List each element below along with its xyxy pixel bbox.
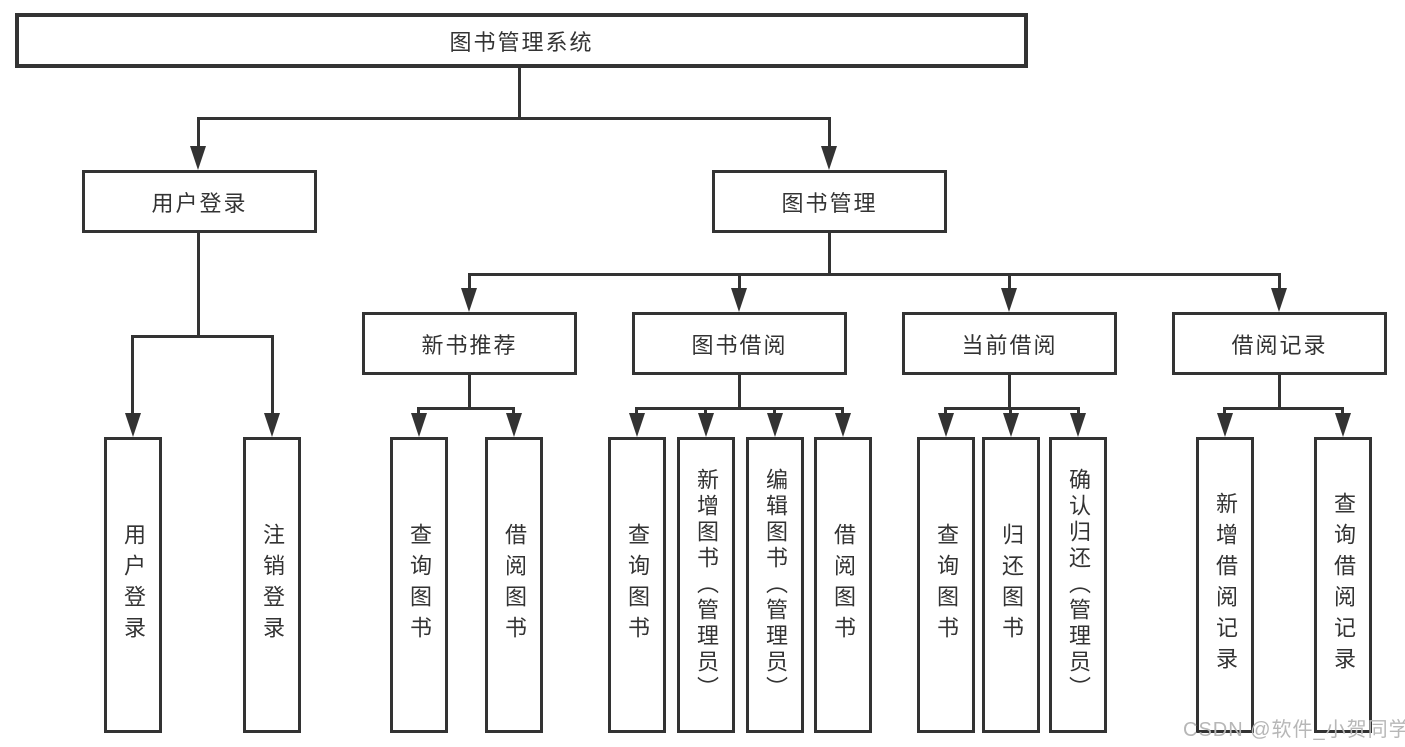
connector-book-management-stem xyxy=(828,233,831,273)
connector-drop-book-borrow xyxy=(738,273,741,290)
leaf-user-login: 用户登录 xyxy=(104,437,162,733)
leaf-current-confirm-label: 确认归还（管理员） xyxy=(1066,468,1091,702)
connector-drop-newbook-query xyxy=(417,407,420,417)
connector-book-borrow-stem xyxy=(738,375,741,407)
leaf-newbook-borrow: 借阅图书 xyxy=(485,437,543,733)
leaf-borrow-edit-label: 编辑图书（管理员） xyxy=(763,468,788,702)
connector-drop-newbook-borrow xyxy=(512,407,515,417)
leaf-current-return: 归还图书 xyxy=(982,437,1040,733)
leaf-borrow-add: 新增图书（管理员） xyxy=(677,437,735,733)
arrow-records-query xyxy=(1335,413,1351,437)
connector-new-book-stem xyxy=(468,375,471,407)
arrow-new-book xyxy=(461,288,477,312)
connector-drop-current-confirm xyxy=(1077,407,1080,417)
arrow-borrow-edit xyxy=(767,413,783,437)
connector-level1-hline xyxy=(197,117,831,120)
arrow-newbook-query xyxy=(411,413,427,437)
arrow-current-query xyxy=(938,413,954,437)
node-book-borrow-label: 图书借阅 xyxy=(691,332,788,358)
node-root-label: 图书管理系统 xyxy=(449,29,594,55)
arrow-borrow-add xyxy=(698,413,714,437)
connector-drop-borrow-edit xyxy=(773,407,776,417)
arrow-borrow-query xyxy=(629,413,645,437)
node-borrow-records: 借阅记录 xyxy=(1172,312,1387,375)
leaf-borrow-query-label: 查询图书 xyxy=(625,523,650,647)
arrow-current-confirm xyxy=(1070,413,1086,437)
connector-drop-records-add xyxy=(1223,407,1226,417)
leaf-current-query: 查询图书 xyxy=(917,437,975,733)
connector-root-stem xyxy=(518,68,521,118)
leaf-current-query-label: 查询图书 xyxy=(934,523,959,647)
connector-book-borrow-hline xyxy=(635,407,844,410)
leaf-records-query-label: 查询借阅记录 xyxy=(1331,492,1356,678)
connector-new-book-hline xyxy=(417,407,515,410)
leaf-borrow-add-label: 新增图书（管理员） xyxy=(694,468,719,702)
connector-drop-current-borrow xyxy=(1008,273,1011,290)
connector-borrow-records-stem xyxy=(1278,375,1281,407)
node-root: 图书管理系统 xyxy=(15,13,1028,68)
connector-drop-borrow-book xyxy=(841,407,844,417)
arrow-book-borrow xyxy=(731,288,747,312)
arrow-borrow-book xyxy=(835,413,851,437)
connector-drop-book-management xyxy=(828,117,831,149)
leaf-current-return-label: 归还图书 xyxy=(999,523,1024,647)
connector-borrow-records-hline xyxy=(1223,407,1344,410)
leaf-logout: 注销登录 xyxy=(243,437,301,733)
node-book-borrow: 图书借阅 xyxy=(632,312,847,375)
leaf-records-add: 新增借阅记录 xyxy=(1196,437,1254,733)
arrow-records-add xyxy=(1217,413,1233,437)
arrow-book-management xyxy=(821,146,837,170)
connector-drop-borrow-query xyxy=(635,407,638,417)
node-user-login-label: 用户登录 xyxy=(151,190,248,216)
node-new-book-recommend: 新书推荐 xyxy=(362,312,577,375)
connector-drop-current-query xyxy=(944,407,947,417)
leaf-borrow-edit: 编辑图书（管理员） xyxy=(746,437,804,733)
leaf-logout-label: 注销登录 xyxy=(260,523,285,647)
connector-drop-leaf-logout xyxy=(271,335,274,415)
leaf-borrow-query: 查询图书 xyxy=(608,437,666,733)
connector-level2-hline xyxy=(468,273,1281,276)
connector-drop-new-book xyxy=(468,273,471,290)
arrow-user-login xyxy=(190,146,206,170)
node-current-borrow: 当前借阅 xyxy=(902,312,1117,375)
leaf-newbook-query: 查询图书 xyxy=(390,437,448,733)
connector-drop-current-return xyxy=(1009,407,1012,417)
node-current-borrow-label: 当前借阅 xyxy=(961,332,1058,358)
arrow-leaf-logout xyxy=(264,413,280,437)
connector-drop-records-query xyxy=(1341,407,1344,417)
connector-drop-user-login xyxy=(197,117,200,149)
connector-current-borrow-stem xyxy=(1008,375,1011,407)
arrow-borrow-records xyxy=(1271,288,1287,312)
arrow-leaf-login xyxy=(125,413,141,437)
leaf-user-login-label: 用户登录 xyxy=(121,523,146,647)
leaf-newbook-query-label: 查询图书 xyxy=(407,523,432,647)
csdn-watermark: CSDN @软件_小贺同学 xyxy=(1183,719,1405,741)
leaf-records-query: 查询借阅记录 xyxy=(1314,437,1372,733)
connector-user-login-hline xyxy=(131,335,274,338)
node-user-login: 用户登录 xyxy=(82,170,317,233)
arrow-current-borrow xyxy=(1001,288,1017,312)
connector-drop-borrow-add xyxy=(704,407,707,417)
node-book-management: 图书管理 xyxy=(712,170,947,233)
leaf-borrow-book: 借阅图书 xyxy=(814,437,872,733)
arrow-newbook-borrow xyxy=(506,413,522,437)
leaf-current-confirm: 确认归还（管理员） xyxy=(1049,437,1107,733)
node-borrow-records-label: 借阅记录 xyxy=(1231,332,1328,358)
leaf-records-add-label: 新增借阅记录 xyxy=(1213,492,1238,678)
connector-user-login-stem xyxy=(197,233,200,335)
leaf-newbook-borrow-label: 借阅图书 xyxy=(502,523,527,647)
arrow-current-return xyxy=(1003,413,1019,437)
node-new-book-recommend-label: 新书推荐 xyxy=(421,332,518,358)
connector-current-borrow-hline xyxy=(944,407,1080,410)
leaf-borrow-book-label: 借阅图书 xyxy=(831,523,856,647)
node-book-management-label: 图书管理 xyxy=(781,190,878,216)
connector-drop-borrow-records xyxy=(1278,273,1281,290)
connector-drop-leaf-login xyxy=(131,335,134,415)
